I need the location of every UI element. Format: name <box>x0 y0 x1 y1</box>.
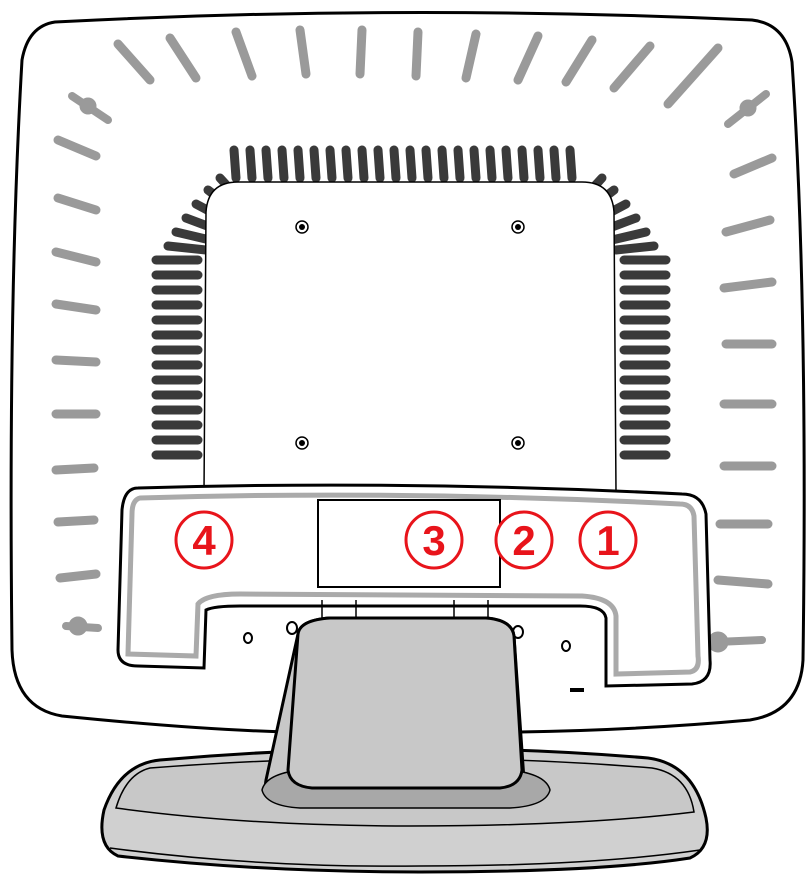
connector-panel-inner <box>125 492 701 677</box>
vent-slot <box>341 145 353 183</box>
vent-slot <box>713 575 773 589</box>
vent-slot <box>719 277 777 293</box>
vent-slot <box>373 145 385 183</box>
callout-circle <box>174 510 234 570</box>
callout-markers: 4 3 2 1 <box>174 510 638 570</box>
vent-slot <box>561 35 597 87</box>
vent-slot <box>51 247 101 267</box>
vent-slot <box>729 153 777 179</box>
vent-slot <box>55 569 101 583</box>
screw-hole-icon <box>295 436 309 450</box>
peg-top-right <box>724 90 770 128</box>
vent-slot <box>421 145 433 183</box>
callout-circle <box>578 510 638 570</box>
vent-slot <box>231 27 257 81</box>
vent-slot <box>53 515 99 527</box>
screw-hole-icon <box>295 220 309 234</box>
vent-slot <box>501 145 513 183</box>
vent-slot <box>611 241 659 255</box>
vent-slot <box>171 227 215 245</box>
vent-slot <box>663 43 723 109</box>
vent-slot <box>453 145 465 183</box>
kensington-lock-icon <box>570 688 584 692</box>
peg-top-left <box>68 92 112 124</box>
stand-neck <box>321 600 489 620</box>
callout-2: 2 <box>494 510 554 570</box>
callout-circle <box>494 510 554 570</box>
vent-slot <box>245 145 257 183</box>
vent-slot <box>437 145 449 183</box>
vent-slot <box>405 145 417 183</box>
peg-bottom-left <box>62 616 102 636</box>
vent-slot <box>411 27 423 81</box>
vent-slot <box>53 193 101 215</box>
peg-bottom-right <box>707 631 766 653</box>
screw-hole-icon <box>511 436 525 450</box>
vent-slot <box>517 145 529 183</box>
screw-hole-icon <box>511 220 525 234</box>
vent-slot <box>357 145 369 183</box>
vent-slot <box>355 25 367 79</box>
vent-slot <box>261 145 273 183</box>
vent-slot <box>293 145 305 183</box>
vent-slot <box>53 135 101 161</box>
callout-number: 3 <box>422 517 445 564</box>
callout-4: 4 <box>174 510 234 570</box>
vent-slot <box>533 145 545 183</box>
stand-column-front <box>286 616 524 790</box>
vent-slot <box>485 145 497 183</box>
port-hole <box>243 632 253 644</box>
vesa-mount-plate <box>203 181 617 493</box>
vent-slot <box>549 145 561 183</box>
vent-slot <box>113 39 155 85</box>
callout-number: 4 <box>192 517 216 564</box>
vent-slot <box>721 215 775 237</box>
callout-number: 2 <box>512 517 535 564</box>
vent-slot <box>295 25 311 79</box>
vent-slot <box>565 145 577 183</box>
port-hole <box>561 640 571 652</box>
vent-slot <box>469 145 481 183</box>
stand-base-rim <box>109 847 701 867</box>
vent-slot <box>607 227 651 245</box>
callout-3: 3 <box>404 510 464 570</box>
callout-number: 1 <box>596 517 619 564</box>
callout-circle <box>404 510 464 570</box>
vent-slot <box>389 145 401 183</box>
vent-slot <box>325 145 337 183</box>
outer-vent-slots <box>51 25 777 589</box>
vent-slot <box>163 241 211 255</box>
vent-slot <box>513 31 543 85</box>
vesa-screw-holes <box>295 220 525 450</box>
vent-slot <box>277 145 289 183</box>
vent-slot <box>461 29 481 83</box>
port-hole <box>286 621 298 635</box>
vent-slot <box>51 355 101 367</box>
corner-pegs <box>62 90 770 653</box>
vent-slot <box>309 145 321 183</box>
vent-slot <box>229 145 241 183</box>
vent-slot <box>51 299 101 315</box>
vent-slot <box>51 463 99 475</box>
callout-1: 1 <box>578 510 638 570</box>
vent-slot <box>609 41 655 93</box>
vent-slot <box>165 33 201 83</box>
